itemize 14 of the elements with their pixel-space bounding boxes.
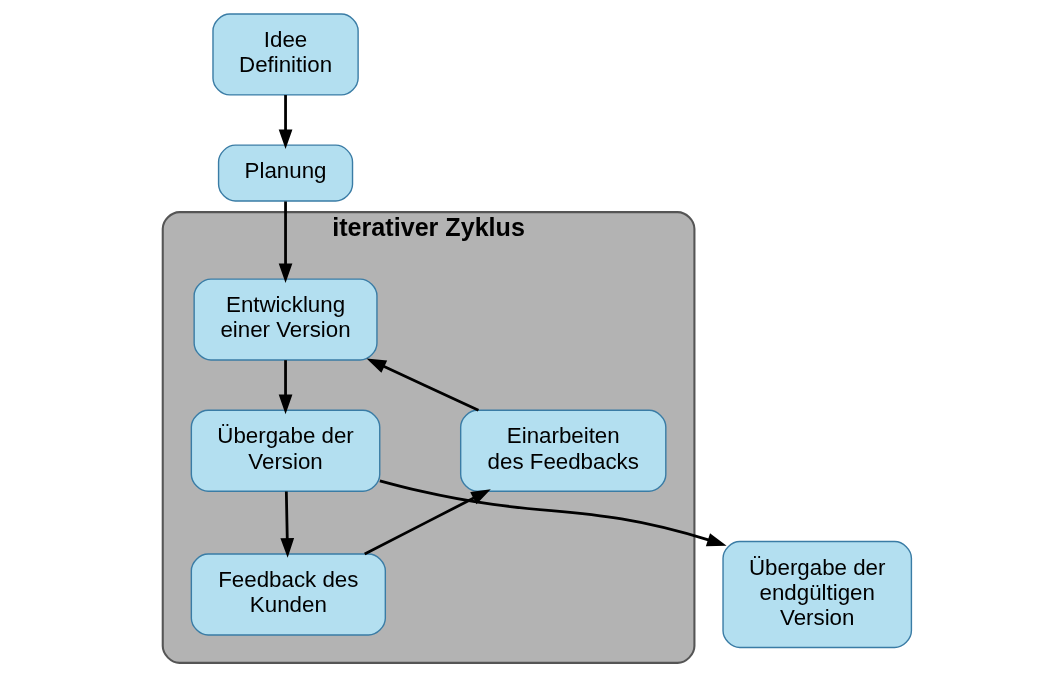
arrow [278,201,293,283]
arrow [278,95,293,150]
node-box: Übergabe der Version [190,409,381,492]
node-box: Einarbeiten des Feedbacks [460,409,667,492]
arrow [280,491,295,558]
node-box: Feedback des Kunden [190,553,386,636]
arrow [364,489,491,556]
node-box: Entwicklung einer Version [193,278,378,361]
node-box: Planung [217,144,354,202]
arrow [366,358,480,412]
arrow [278,360,293,415]
arrow [379,479,727,547]
node-box: Übergabe der endgültigen Version [722,540,913,649]
node-box: Idee Definition [212,13,359,96]
